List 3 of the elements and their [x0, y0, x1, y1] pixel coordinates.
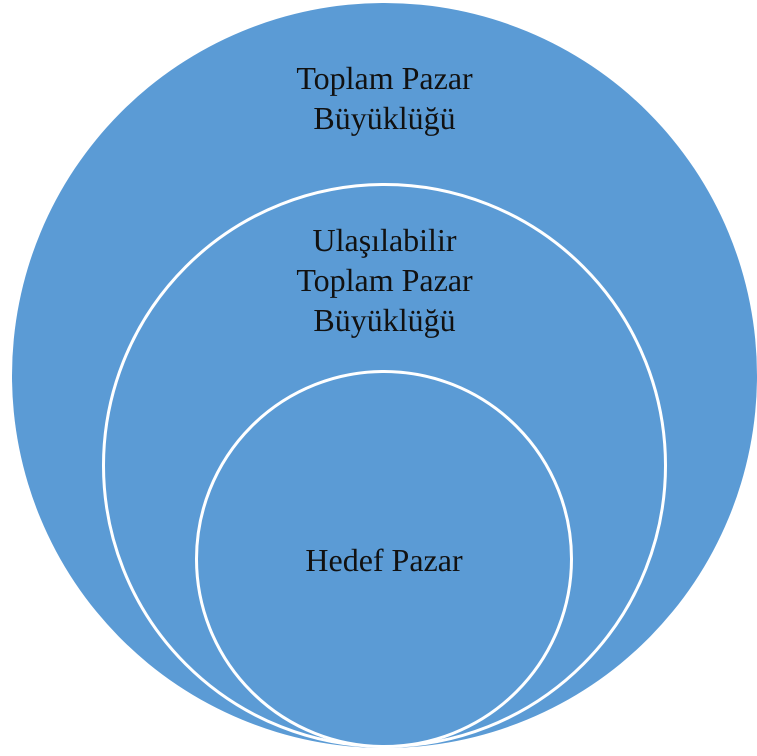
circle-label: Hedef Pazar — [304, 541, 464, 580]
circle-label: Toplam Pazar Büyüklüğü — [295, 59, 474, 138]
circle-label: Ulaşılabilir Toplam Pazar Büyüklüğü — [295, 221, 474, 340]
